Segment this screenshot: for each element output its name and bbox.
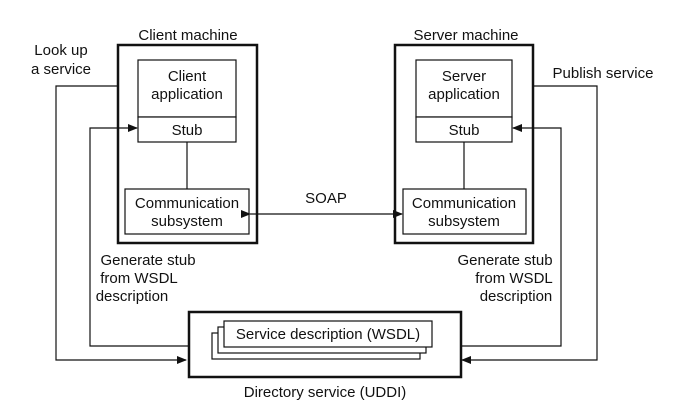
- server-communication-label-line2: subsystem: [428, 213, 500, 230]
- client-generate-stub-arrow: [89, 124, 210, 347]
- soap-label: SOAP: [305, 190, 347, 207]
- server-generate-stub-arrow: [438, 124, 562, 347]
- lookup-label-line2: a service: [31, 61, 91, 78]
- server-generate-stub-label-line2: from WSDL: [475, 270, 553, 287]
- service-description-label: Service description (WSDL): [236, 326, 420, 343]
- client-stub-label: Stub: [172, 122, 203, 139]
- server-application-label-line1: Server: [442, 68, 486, 85]
- server-stub-label: Stub: [449, 122, 480, 139]
- client-machine-title: Client machine: [138, 27, 237, 44]
- client-application-label-line2: application: [151, 86, 223, 103]
- server-generate-stub-label-line3: description: [480, 288, 553, 305]
- client-application-label-line1: Client: [168, 68, 207, 85]
- server-generate-stub-label-line1: Generate stub: [457, 252, 552, 269]
- publish-service-arrow: [461, 85, 598, 364]
- client-communication-label-line1: Communication: [135, 195, 239, 212]
- lookup-service-arrow: [55, 85, 187, 364]
- client-generate-stub-label-line1: Generate stub: [100, 252, 195, 269]
- client-generate-stub-label-line2: from WSDL: [100, 270, 178, 287]
- publish-service-label: Publish service: [553, 65, 654, 82]
- client-application-box: [137, 59, 237, 118]
- server-communication-label-line1: Communication: [412, 195, 516, 212]
- wsdl-document-stack-front: [223, 320, 433, 348]
- server-machine-title: Server machine: [413, 27, 518, 44]
- client-generate-stub-label-line3: description: [96, 288, 169, 305]
- server-application-box: [415, 59, 513, 118]
- server-communication-box: [402, 188, 527, 235]
- lookup-label-line1: Look up: [34, 42, 87, 59]
- server-application-label-line2: application: [428, 86, 500, 103]
- directory-service-caption: Directory service (UDDI): [244, 384, 407, 401]
- client-communication-label-line2: subsystem: [151, 213, 223, 230]
